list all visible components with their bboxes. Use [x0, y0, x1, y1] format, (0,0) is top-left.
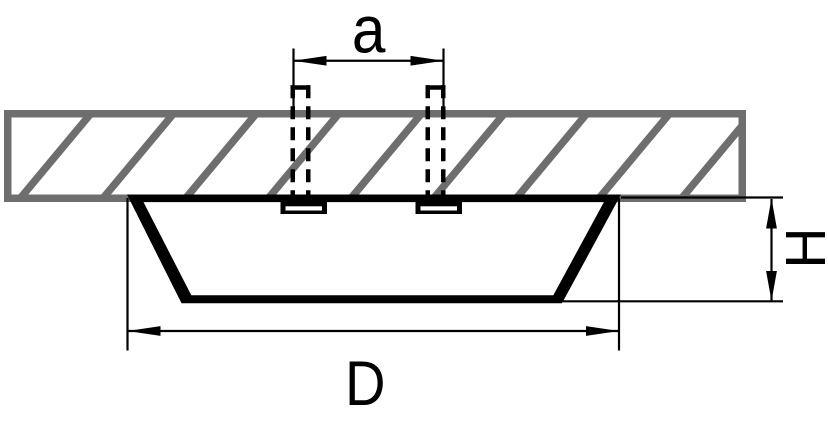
svg-text:H: H: [774, 227, 828, 268]
svg-text:a: a: [352, 0, 386, 67]
svg-text:D: D: [345, 348, 385, 419]
